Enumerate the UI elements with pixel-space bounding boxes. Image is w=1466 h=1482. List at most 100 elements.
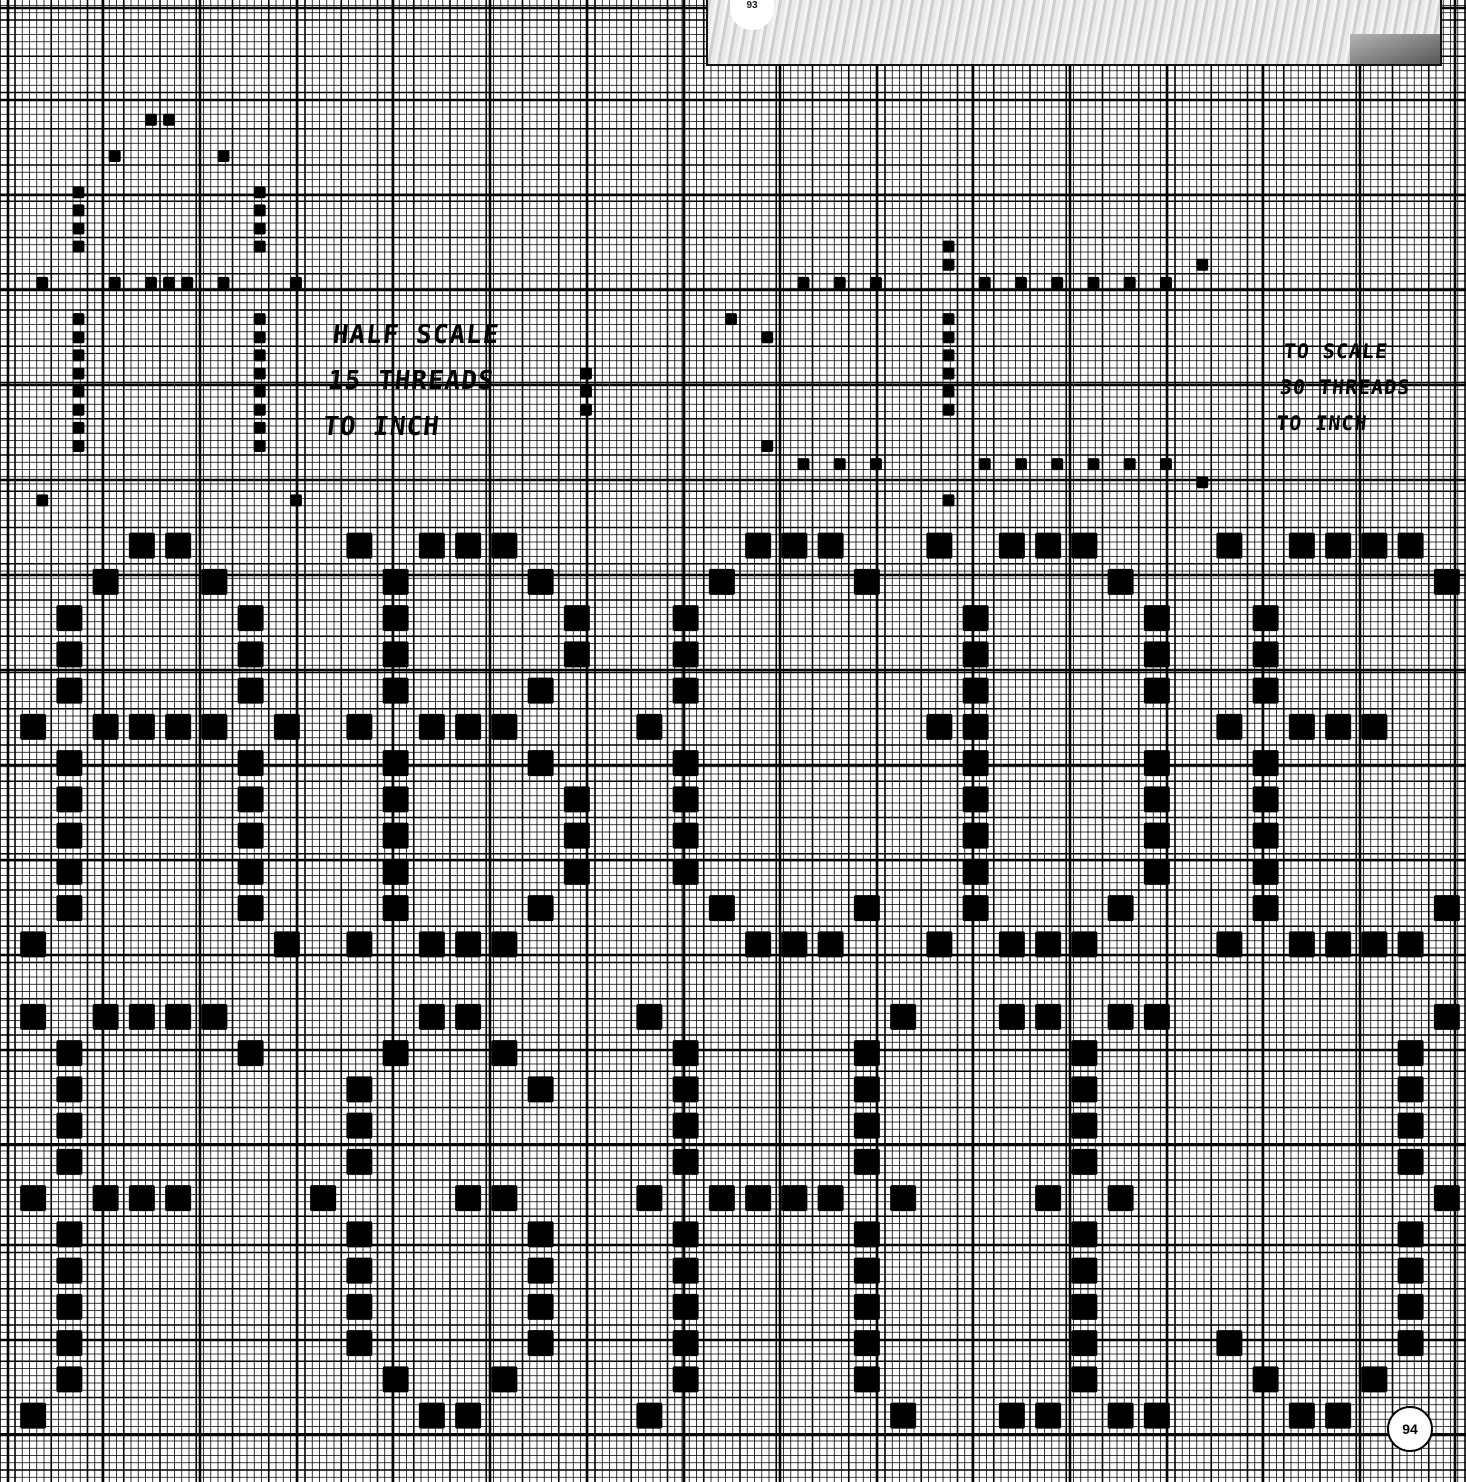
filled-square [56, 750, 82, 776]
half-scale-square [290, 494, 302, 506]
filled-square [383, 569, 409, 595]
filled-square [491, 1040, 517, 1066]
filled-square [56, 859, 82, 885]
filled-square [1253, 786, 1279, 812]
half-scale-square [254, 386, 266, 398]
half-scale-square [109, 150, 121, 162]
filled-square [1108, 1403, 1134, 1429]
half-scale-square [834, 458, 846, 470]
filled-square [20, 1403, 46, 1429]
filled-square [1253, 605, 1279, 631]
filled-square [383, 750, 409, 776]
filled-square [673, 750, 699, 776]
half-scale-square [72, 222, 84, 234]
filled-square [636, 1403, 662, 1429]
to-scale-note: TO SCALE 30 THREADS TO INCH [1274, 333, 1416, 441]
half-scale-square [942, 241, 954, 253]
filled-square [238, 1040, 264, 1066]
half-scale-square [1087, 458, 1099, 470]
filled-square [854, 1113, 880, 1139]
filled-square [564, 859, 590, 885]
filled-square [129, 714, 155, 740]
filled-square [455, 1004, 481, 1030]
filled-square [20, 714, 46, 740]
filled-square [963, 895, 989, 921]
filled-square [1071, 1149, 1097, 1175]
filled-square [56, 1040, 82, 1066]
to-scale-line-2: 30 THREADS [1278, 369, 1412, 405]
filled-square [238, 641, 264, 667]
filled-square [528, 1076, 554, 1102]
filled-square [1253, 1366, 1279, 1392]
filled-square [383, 1366, 409, 1392]
filled-square [1289, 931, 1315, 957]
filled-square [854, 1040, 880, 1066]
filled-square [346, 931, 372, 957]
filled-square [1398, 1294, 1424, 1320]
filled-square [673, 678, 699, 704]
filled-square [93, 1185, 119, 1211]
filled-square [1325, 533, 1351, 559]
filled-square [1398, 1113, 1424, 1139]
half-scale-square [797, 458, 809, 470]
filled-square [56, 1258, 82, 1284]
filled-square [491, 1366, 517, 1392]
half-scale-square [797, 277, 809, 289]
filled-square [1398, 1330, 1424, 1356]
half-scale-square [1087, 277, 1099, 289]
filled-square [890, 1185, 916, 1211]
filled-square [528, 750, 554, 776]
photo-strip: 93 [706, 0, 1442, 66]
filled-square [854, 1076, 880, 1102]
filled-square [455, 714, 481, 740]
filled-square [818, 931, 844, 957]
filled-square [1398, 1221, 1424, 1247]
filled-square [346, 1294, 372, 1320]
filled-square [383, 823, 409, 849]
filled-square [528, 895, 554, 921]
filled-square [165, 1004, 191, 1030]
filled-square [238, 823, 264, 849]
filled-square [999, 1004, 1025, 1030]
filled-square [165, 1185, 191, 1211]
half-scale-square [217, 150, 229, 162]
filled-square [1253, 823, 1279, 849]
filled-square [346, 1076, 372, 1102]
half-scale-note: HALF SCALE 15 THREADS TO INCH [321, 312, 502, 450]
filled-square [890, 1403, 916, 1429]
filled-square [1289, 1403, 1315, 1429]
filled-square [564, 786, 590, 812]
filled-square [1071, 1366, 1097, 1392]
filled-square [999, 533, 1025, 559]
half-scale-square [72, 331, 84, 343]
filled-square [745, 931, 771, 957]
filled-square [564, 641, 590, 667]
half-scale-square [580, 386, 592, 398]
filled-square [56, 895, 82, 921]
filled-square [165, 714, 191, 740]
filled-square [854, 1221, 880, 1247]
filled-square [926, 714, 952, 740]
half-scale-square [72, 440, 84, 452]
filled-square [673, 605, 699, 631]
filled-square [1071, 1040, 1097, 1066]
filled-square [673, 1366, 699, 1392]
filled-square [201, 569, 227, 595]
filled-square [419, 1004, 445, 1030]
filled-square [673, 1113, 699, 1139]
filled-square [1071, 1258, 1097, 1284]
filled-square [1253, 859, 1279, 885]
filled-square [1144, 678, 1170, 704]
filled-square [1325, 931, 1351, 957]
filled-square [1071, 1113, 1097, 1139]
filled-square [1144, 641, 1170, 667]
filled-square [1108, 895, 1134, 921]
filled-square [963, 714, 989, 740]
half-scale-square [942, 331, 954, 343]
filled-square [455, 1185, 481, 1211]
half-scale-square [1196, 259, 1208, 271]
half-scale-square [254, 186, 266, 198]
filled-square [56, 1294, 82, 1320]
filled-square [854, 1258, 880, 1284]
filled-square [1144, 823, 1170, 849]
